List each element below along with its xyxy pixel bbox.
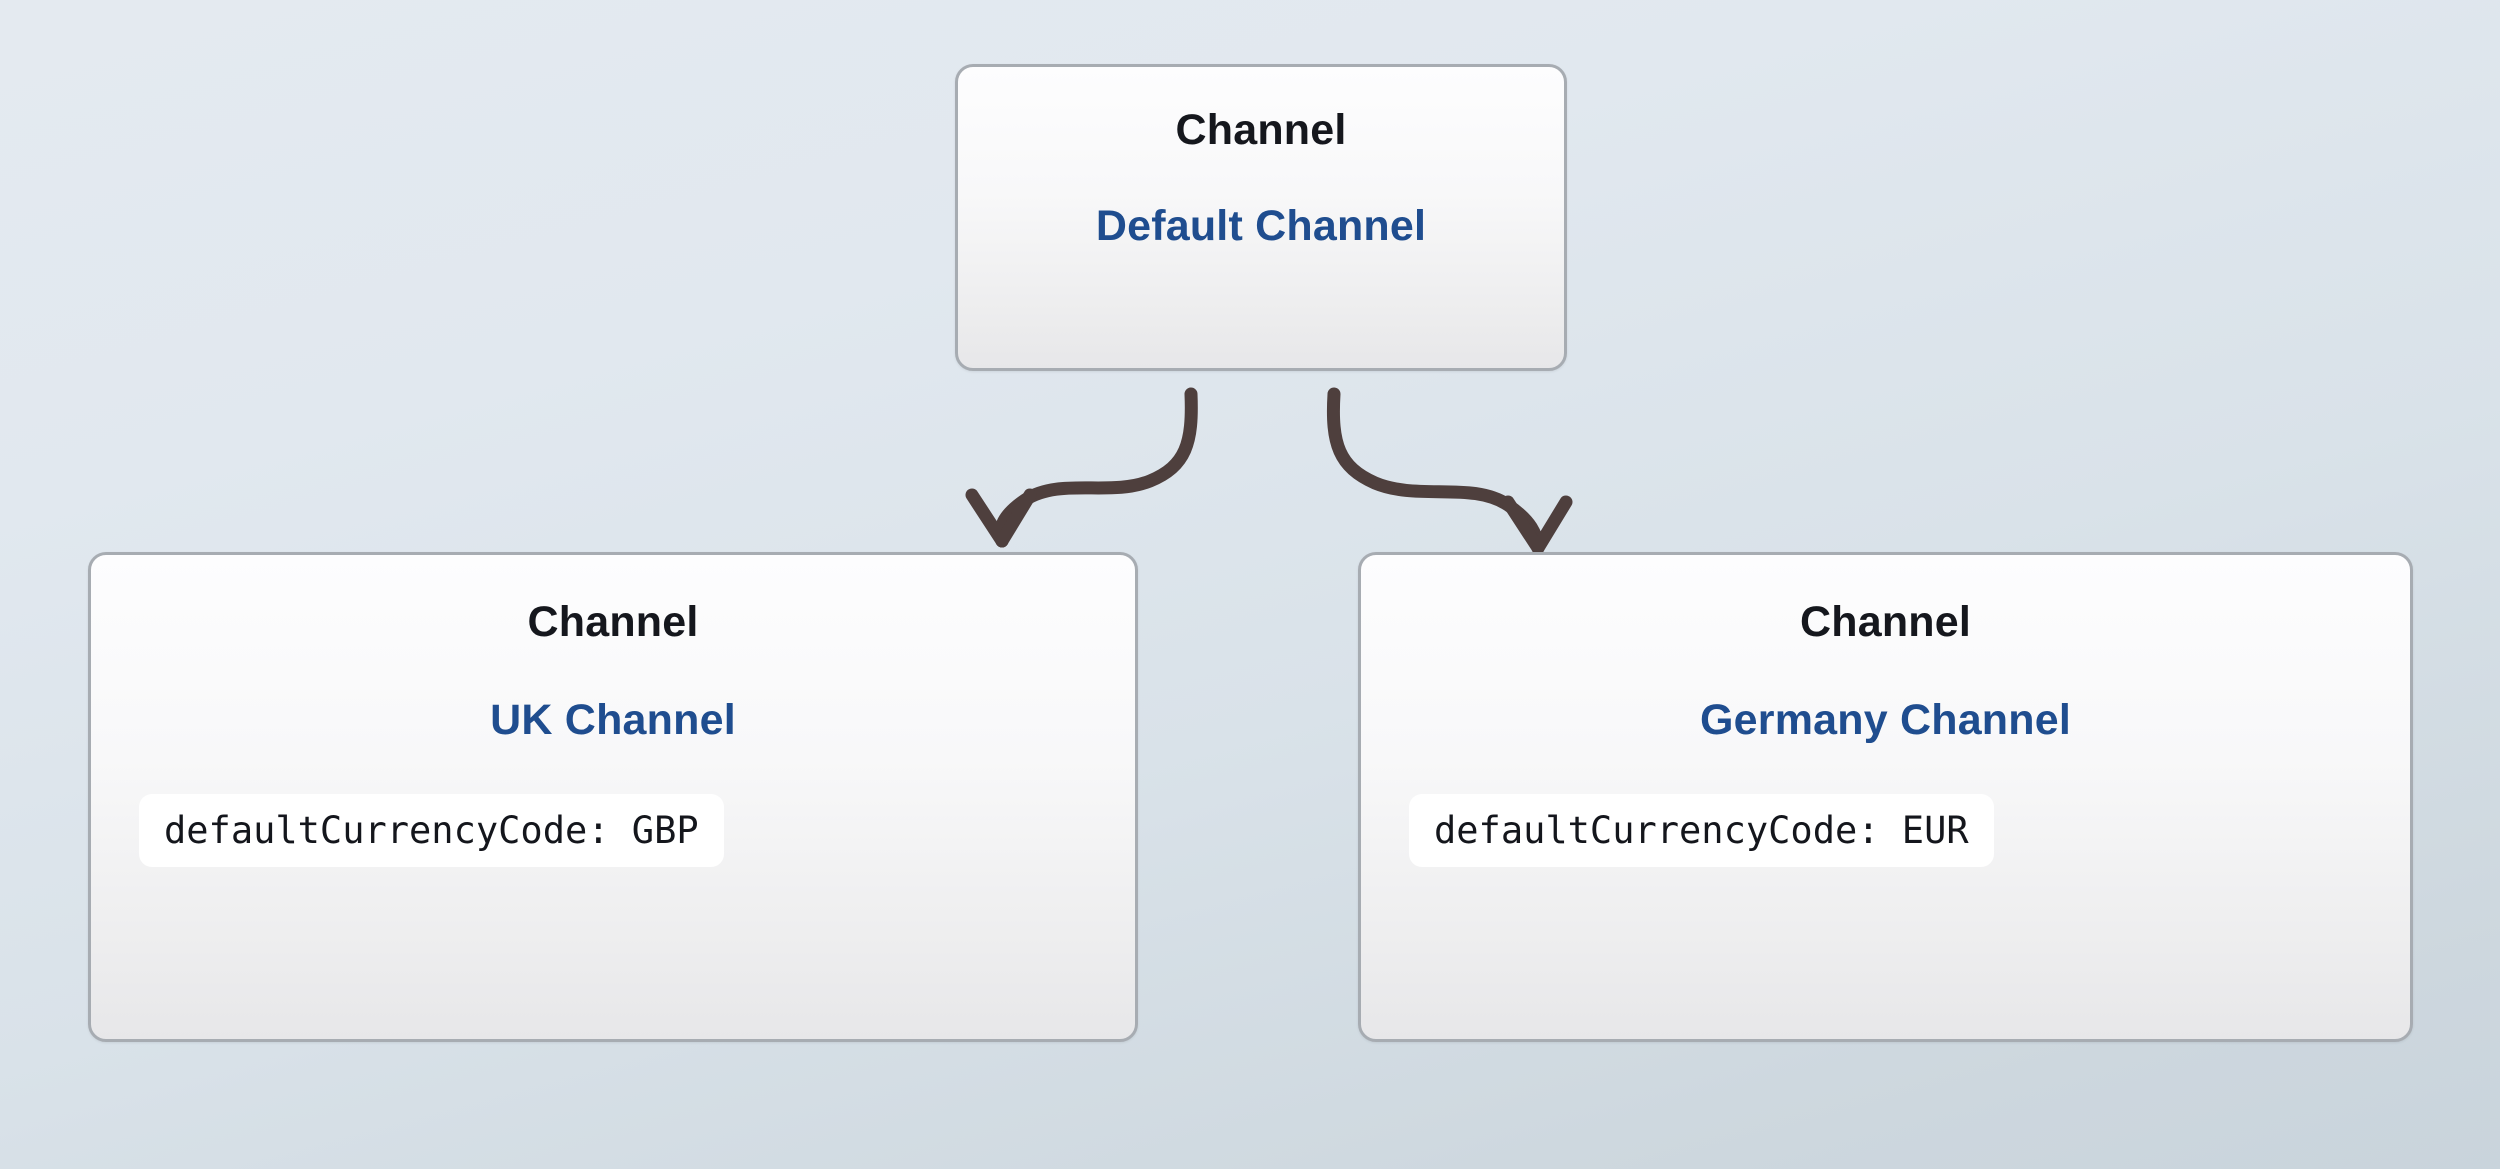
node-property-chip: defaultCurrencyCode: EUR <box>1409 794 1994 867</box>
node-uk-channel[interactable]: Channel UK Channel defaultCurrencyCode: … <box>88 552 1138 1042</box>
node-name-label: UK Channel <box>490 696 736 744</box>
node-name-label: Default Channel <box>1095 202 1427 250</box>
edge-root-to-uk <box>965 387 1198 548</box>
node-default-channel[interactable]: Channel Default Channel <box>955 64 1567 371</box>
node-germany-channel[interactable]: Channel Germany Channel defaultCurrencyC… <box>1358 552 2413 1042</box>
node-type-label: Channel <box>1175 106 1347 154</box>
node-type-label: Channel <box>527 598 699 646</box>
node-name-label: Germany Channel <box>1700 696 2071 744</box>
node-property-chip: defaultCurrencyCode: GBP <box>139 794 724 867</box>
edge-root-to-germany <box>1326 387 1573 555</box>
node-type-label: Channel <box>1799 598 1972 646</box>
